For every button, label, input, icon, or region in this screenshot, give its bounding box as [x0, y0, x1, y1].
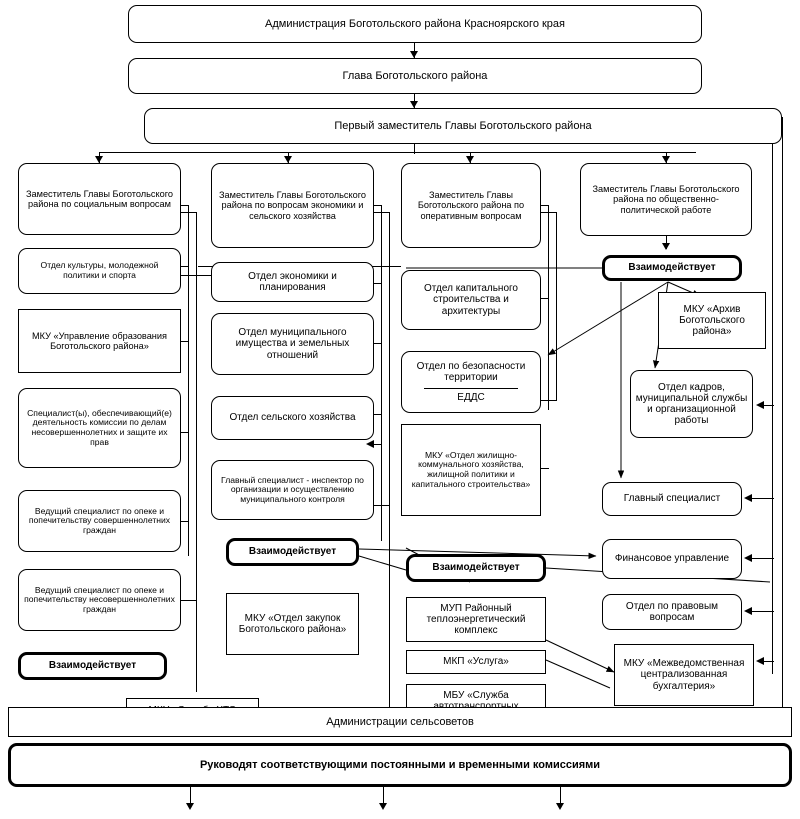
node-commissions[interactable]: Руководят соответствующими постоянными и… [8, 743, 792, 787]
node-deputy-economy[interactable]: Заместитель Главы Боготольского района п… [211, 163, 374, 248]
node-capital-construction[interactable]: Отдел капитального строительства и архит… [401, 270, 541, 330]
lead-accounting [760, 661, 774, 662]
arrow-deputy-social-icon [95, 156, 103, 163]
lead-housing [537, 468, 549, 469]
node-interacts-social[interactable]: Взаимодействует [18, 652, 167, 680]
node-housing-utilities[interactable]: МКУ «Отдел жилищно-коммунального хозяйст… [401, 424, 541, 516]
arrow-deputy-economy-icon [284, 156, 292, 163]
spine-oper-a-cap [541, 205, 548, 206]
node-chief-specialist[interactable]: Главный специалист [602, 482, 742, 516]
node-culture[interactable]: Отдел культуры, молодежной политики и сп… [18, 248, 181, 294]
link-econ-to-culture-tail [177, 275, 189, 276]
node-education[interactable]: МКУ «Управление образования Боготольског… [18, 309, 181, 373]
node-deputy-social[interactable]: Заместитель Главы Боготольского района п… [18, 163, 181, 235]
lead-guard-minors [177, 600, 197, 601]
arrow-deputy-operational-icon [466, 156, 474, 163]
link-econ-to-culture [189, 275, 211, 276]
node-finance-dept[interactable]: Финансовое управление [602, 539, 742, 579]
spine-social-b-cap [181, 212, 196, 213]
arrow-admin-head-icon [410, 51, 418, 58]
node-hr-department[interactable]: Отдел кадров, муниципальной службы и орг… [630, 370, 753, 438]
node-administration[interactable]: Администрация Боготольского района Красн… [128, 5, 702, 43]
arrow-hr-icon [756, 401, 764, 409]
spine-oper-b [556, 212, 557, 400]
node-deputy-operational[interactable]: Заместитель Главы Боготольского района п… [401, 163, 541, 248]
node-municipal-property[interactable]: Отдел муниципального имущества и земельн… [211, 313, 374, 375]
spine-social-a [188, 205, 189, 556]
node-minors-commission[interactable]: Специалист(ы), обеспечивающий(е) деятель… [18, 388, 181, 468]
lead-hr [760, 405, 774, 406]
arrow-chief-spec-icon [744, 494, 752, 502]
security-territory-divider [424, 387, 518, 389]
node-archive[interactable]: МКУ «Архив Боготольского района» [658, 292, 766, 349]
node-procurement[interactable]: МКУ «Отдел закупок Боготольского района» [226, 593, 359, 655]
bus-horizontal [99, 152, 696, 153]
arrow-head-deputy-icon [410, 101, 418, 108]
node-guardianship-adults[interactable]: Ведущий специалист по опеке и попечитель… [18, 490, 181, 552]
connector-public-interacts [666, 236, 667, 249]
node-guardianship-minors[interactable]: Ведущий специалист по опеке и попечитель… [18, 569, 181, 631]
lead-agri-2 [370, 444, 382, 445]
arrow-public-interacts-icon [662, 243, 670, 250]
spine-economy-b [389, 212, 390, 710]
link-public-to-security [547, 281, 669, 356]
link-econ-to-oper [358, 555, 407, 571]
bottom-stem-1 [190, 787, 191, 806]
arrow-agri-2-icon [366, 440, 374, 448]
lead-chief-insp [370, 505, 390, 506]
lead-chief-spec [748, 498, 774, 499]
lead-capital [537, 298, 549, 299]
security-territory-edds: ЕДДС [457, 391, 485, 403]
node-interacts-economy[interactable]: Взаимодействует [226, 538, 359, 566]
connector-admin-head [414, 43, 415, 58]
node-chief-inspector[interactable]: Главный специалист - инспектор по органи… [211, 460, 374, 520]
node-accounting[interactable]: МКУ «Межведомственная централизованная б… [614, 644, 754, 706]
bus-stem [414, 144, 415, 154]
node-security-territory[interactable]: Отдел по безопасности территории ЕДДС [401, 351, 541, 413]
arrow-accounting-icon [756, 657, 764, 665]
arrow-deputy-public-icon [662, 156, 670, 163]
node-interacts-operational[interactable]: Взаимодействует [406, 554, 546, 582]
node-head[interactable]: Глава Боготольского района [128, 58, 702, 94]
right-bus-inner [772, 126, 773, 674]
node-usluga[interactable]: МКП «Услуга» [406, 650, 546, 674]
spine-economy-a-cap [374, 205, 381, 206]
lead-guard-adults [177, 521, 189, 522]
lead-security [537, 400, 557, 401]
node-agriculture[interactable]: Отдел сельского хозяйства [211, 396, 374, 440]
lead-legal [748, 611, 774, 612]
lead-finance [748, 558, 774, 559]
lead-education [177, 341, 189, 342]
lead-mun-prop [370, 343, 382, 344]
lead-econ-plan [370, 283, 382, 284]
node-interacts-public[interactable]: Взаимодействует [602, 255, 742, 281]
link-usluga-to-accounting [545, 659, 611, 689]
node-deputy-public[interactable]: Заместитель Главы Боготольского района п… [580, 163, 752, 236]
lead-agri [370, 414, 382, 415]
arrow-bottom-1-icon [186, 803, 194, 810]
spine-economy-b-cap [374, 212, 389, 213]
bottom-stem-3 [560, 787, 561, 806]
arrow-bottom-2-icon [379, 803, 387, 810]
security-territory-title: Отдел по безопасности территории [416, 361, 526, 384]
node-village-councils[interactable]: Администрации сельсоветов [8, 707, 792, 737]
arrow-legal-icon [744, 607, 752, 615]
arrow-finance-icon [744, 554, 752, 562]
link-heat-to-accounting [545, 639, 615, 673]
spine-social-b [196, 212, 197, 692]
right-bus-outer [782, 117, 783, 724]
spine-oper-a [548, 205, 549, 410]
lead-minors [177, 432, 189, 433]
node-first-deputy[interactable]: Первый заместитель Главы Боготольского р… [144, 108, 782, 144]
node-economy-planning[interactable]: Отдел экономики и планирования [211, 262, 374, 302]
node-heat-complex[interactable]: МУП Районный теплоэнергетический комплек… [406, 597, 546, 642]
spine-social-a-cap [181, 205, 188, 206]
arrow-bottom-3-icon [556, 803, 564, 810]
spine-economy-a [381, 205, 382, 541]
spine-oper-b-cap [541, 212, 556, 213]
lead-culture [177, 266, 189, 267]
bottom-stem-2 [383, 787, 384, 806]
node-legal-dept[interactable]: Отдел по правовым вопросам [602, 594, 742, 630]
